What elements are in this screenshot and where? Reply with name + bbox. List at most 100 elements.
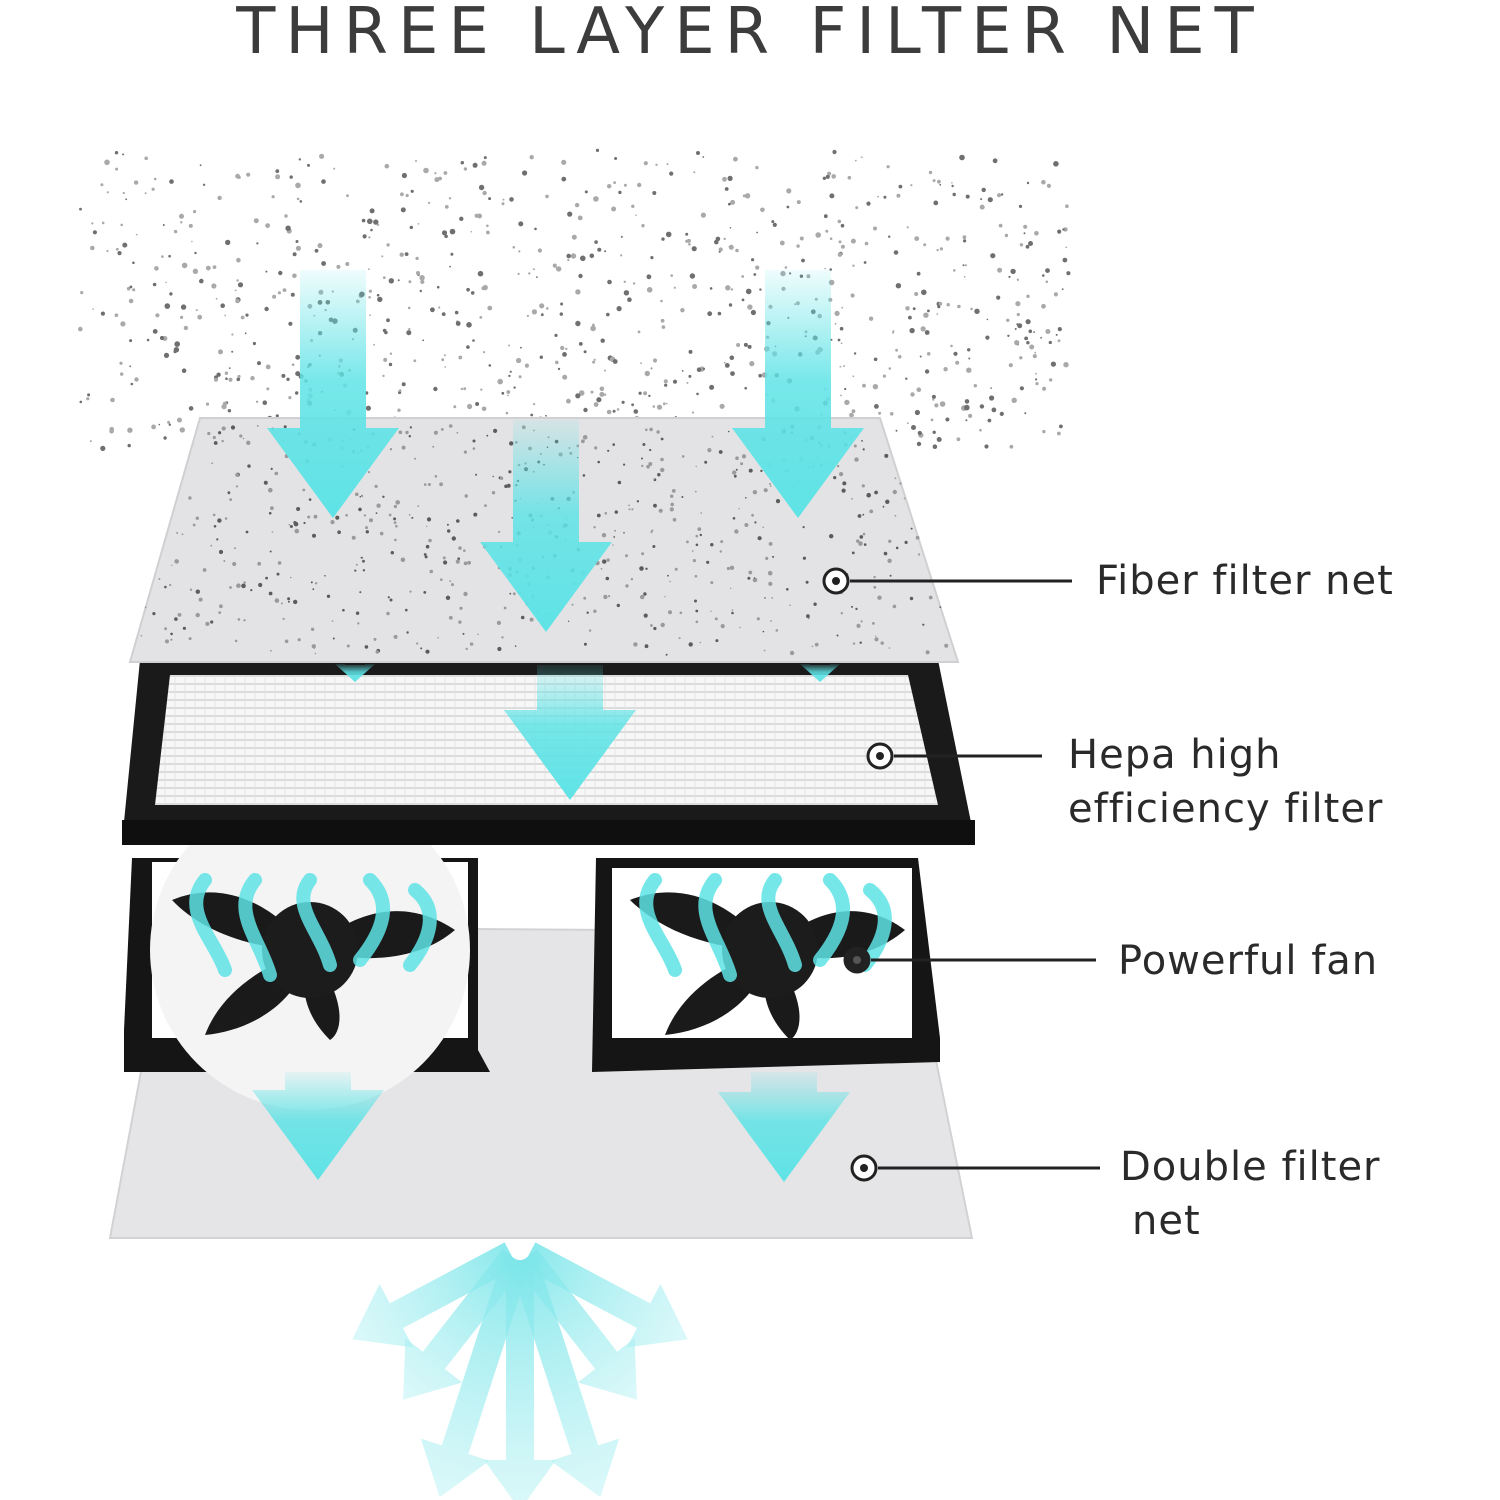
- dust-particle: [984, 444, 989, 449]
- dust-particle: [448, 615, 453, 620]
- dust-particle: [592, 323, 595, 327]
- dust-particle: [612, 409, 616, 413]
- dust-particle: [699, 641, 702, 644]
- dust-particle: [636, 500, 640, 503]
- dust-particle: [321, 261, 326, 266]
- dust-particle: [210, 620, 214, 624]
- dust-particle: [567, 620, 570, 622]
- dust-particle: [362, 234, 367, 239]
- dust-particle: [170, 638, 173, 641]
- dust-particle: [642, 443, 646, 446]
- dust-particle: [511, 517, 513, 519]
- dust-particle: [294, 528, 300, 534]
- dust-particle: [643, 592, 647, 596]
- dust-particle: [685, 239, 689, 243]
- dust-particle: [377, 296, 383, 303]
- dust-particle: [227, 409, 232, 413]
- dust-particle: [686, 540, 689, 544]
- dust-particle: [681, 370, 684, 372]
- dust-particle: [270, 506, 274, 511]
- dust-particle: [537, 248, 543, 253]
- dust-particle: [1029, 344, 1035, 350]
- dust-particle: [704, 460, 708, 464]
- dust-particle: [104, 159, 110, 166]
- dust-particle: [488, 364, 492, 367]
- dust-particle: [106, 191, 109, 194]
- dust-particle: [497, 378, 504, 385]
- dust-particle: [308, 498, 312, 501]
- airflow-arrow: [267, 270, 399, 518]
- dust-particle: [127, 443, 131, 448]
- dust-particle: [1057, 229, 1062, 234]
- dust-particle: [692, 559, 697, 563]
- dust-particle: [968, 357, 971, 360]
- dust-particle: [498, 530, 501, 534]
- dust-particle: [560, 345, 565, 351]
- dust-particle: [904, 540, 908, 545]
- dust-particle: [463, 591, 468, 597]
- dust-particle: [1057, 431, 1061, 436]
- dust-particle: [979, 404, 985, 409]
- dust-particle: [240, 315, 245, 320]
- dust-particle: [202, 568, 207, 572]
- dust-particle: [987, 197, 993, 203]
- dust-particle: [195, 309, 198, 312]
- dust-particle: [144, 192, 147, 195]
- dust-particle: [583, 350, 587, 354]
- dust-particle: [420, 647, 423, 650]
- dust-particle: [668, 610, 672, 615]
- dust-particle: [583, 407, 588, 413]
- dust-particle: [691, 246, 697, 252]
- dust-particle: [192, 268, 199, 274]
- dust-particle: [1035, 372, 1037, 375]
- dust-particle: [924, 330, 930, 335]
- dust-particle: [241, 583, 246, 589]
- dust-particle: [874, 404, 879, 409]
- dust-particle: [906, 226, 909, 229]
- dust-particle: [290, 292, 295, 297]
- dust-particle: [932, 444, 938, 450]
- dust-particle: [444, 234, 448, 239]
- dust-particle: [444, 366, 447, 368]
- dust-particle: [212, 513, 216, 517]
- dust-particle: [389, 598, 393, 602]
- dust-particle: [409, 225, 413, 230]
- dust-particle: [408, 514, 411, 516]
- dust-particle: [928, 170, 933, 175]
- dust-particle: [386, 243, 390, 247]
- dust-particle: [805, 580, 809, 584]
- dust-particle: [734, 529, 739, 534]
- dust-particle: [729, 227, 732, 229]
- dust-particle: [365, 405, 371, 411]
- dust-particle: [159, 335, 165, 341]
- dust-particle: [382, 374, 385, 378]
- dust-particle: [1061, 288, 1064, 291]
- dust-particle: [453, 405, 457, 409]
- dust-particle: [210, 544, 213, 547]
- dust-particle: [653, 478, 655, 481]
- dust-particle: [430, 307, 435, 313]
- dust-particle: [258, 582, 263, 588]
- dust-particle: [529, 155, 534, 160]
- dust-particle: [466, 322, 472, 328]
- dust-particle: [694, 574, 698, 578]
- dust-particle: [281, 373, 286, 378]
- dust-particle: [433, 386, 438, 392]
- dust-particle: [650, 256, 654, 260]
- dust-particle: [100, 311, 105, 316]
- dust-particle: [270, 649, 272, 652]
- dust-particle: [100, 445, 106, 451]
- dust-particle: [741, 275, 745, 278]
- dust-particle: [970, 307, 973, 311]
- dust-particle: [198, 597, 203, 602]
- dust-particle: [295, 354, 301, 360]
- dust-particle: [152, 282, 157, 287]
- dust-particle: [367, 471, 371, 474]
- dust-particle: [342, 608, 345, 612]
- dust-particle: [529, 617, 534, 622]
- dust-particle: [257, 361, 261, 366]
- dust-particle: [181, 262, 188, 269]
- dust-particle: [257, 425, 259, 427]
- dust-particle: [581, 439, 585, 444]
- dust-particle: [1025, 244, 1030, 249]
